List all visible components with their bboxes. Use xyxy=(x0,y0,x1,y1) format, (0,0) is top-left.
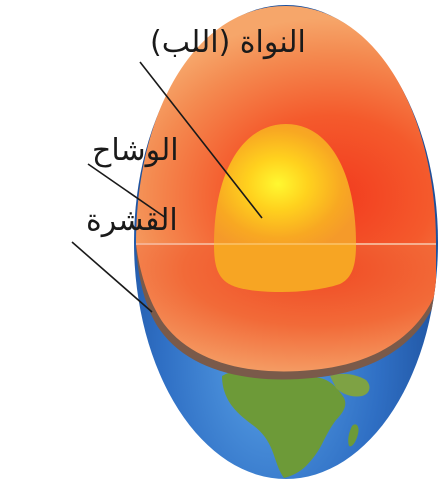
core-lower xyxy=(214,244,356,292)
mantle-label: الوشاح xyxy=(92,133,179,168)
core-label: النواة (اللب) xyxy=(150,25,306,60)
crust-label: القشرة xyxy=(86,203,178,238)
